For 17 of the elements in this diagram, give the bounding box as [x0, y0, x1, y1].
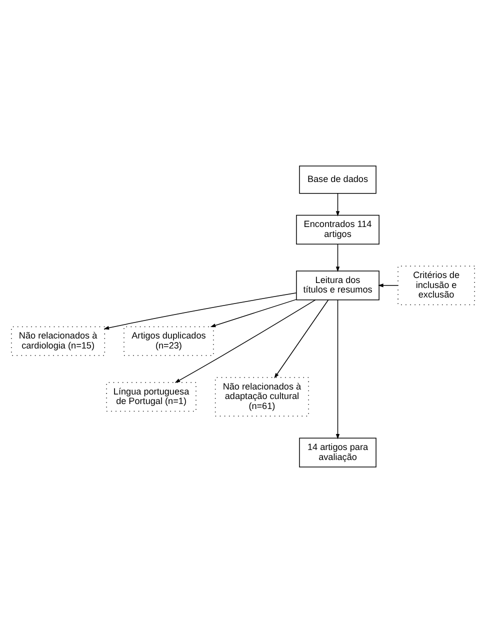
- arrow: [174, 299, 316, 382]
- arrow: [104, 292, 297, 330]
- node-box: Artigos duplicados (n=23): [124, 326, 214, 356]
- node-box: Leitura dos títulos e resumos: [296, 270, 380, 300]
- arrow: [336, 299, 340, 439]
- node-box: 14 artigos para avaliação: [299, 437, 376, 467]
- arrow: [336, 243, 340, 272]
- node-box: Não relacionados à cardiologia (n=15): [11, 326, 106, 356]
- node-box: Língua portuguesa de Portugal (n=1): [106, 382, 196, 412]
- node-box: Critérios de inclusão e exclusão: [398, 265, 475, 305]
- node-box: Encontrados 114 artigos: [296, 214, 380, 244]
- arrow: [274, 299, 329, 378]
- arrow: [378, 283, 398, 287]
- arrow: [210, 298, 297, 327]
- node-box: Base de dados: [299, 165, 376, 194]
- arrow: [336, 192, 340, 216]
- node-box: Não relacionados à adaptação cultural (n=61): [214, 376, 309, 416]
